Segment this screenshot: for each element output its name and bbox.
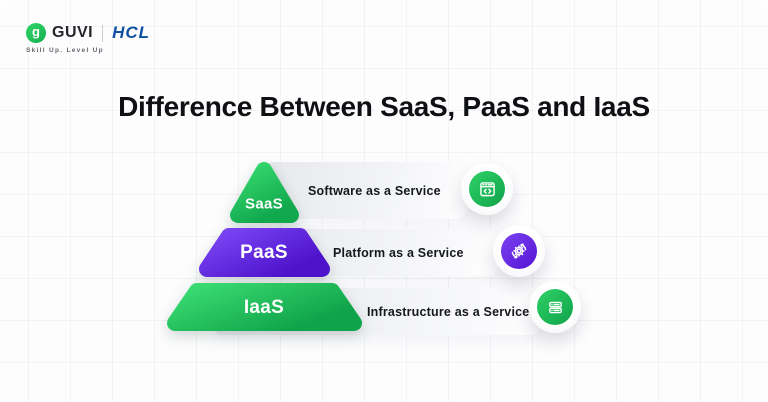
page-title: Difference Between SaaS, PaaS and IaaS (118, 91, 650, 122)
gear-cycle-icon (501, 233, 537, 269)
server-stack-icon (537, 289, 573, 325)
guvi-logo-icon: g (26, 23, 46, 43)
iaas-pyramid-layer (167, 283, 362, 331)
logo-lockup: g GUVI HCL Skill Up. Level Up (26, 23, 150, 54)
paas-pyramid-layer (199, 228, 330, 277)
guvi-g-glyph: g (32, 24, 40, 39)
guvi-brand-text: GUVI (52, 24, 94, 41)
paas-row-label: Platform as a Service (333, 245, 464, 260)
saas-layer-label: SaaS (245, 195, 283, 213)
paas-icon-badge (493, 225, 545, 277)
logo-divider (102, 24, 104, 42)
paas-layer-label: PaaS (240, 242, 288, 263)
saas-icon-badge (461, 163, 513, 215)
iaas-icon-badge (529, 281, 581, 333)
saas-row-label: Software as a Service (308, 183, 441, 198)
saas-pyramid-layer (230, 162, 299, 223)
brand-tagline: Skill Up. Level Up (26, 47, 104, 54)
iaas-layer-label: IaaS (243, 297, 285, 318)
hcl-logo-text: HCL (112, 23, 151, 42)
iaas-row-label: Infrastructure as a Service (367, 304, 530, 319)
browser-code-icon (469, 171, 505, 207)
